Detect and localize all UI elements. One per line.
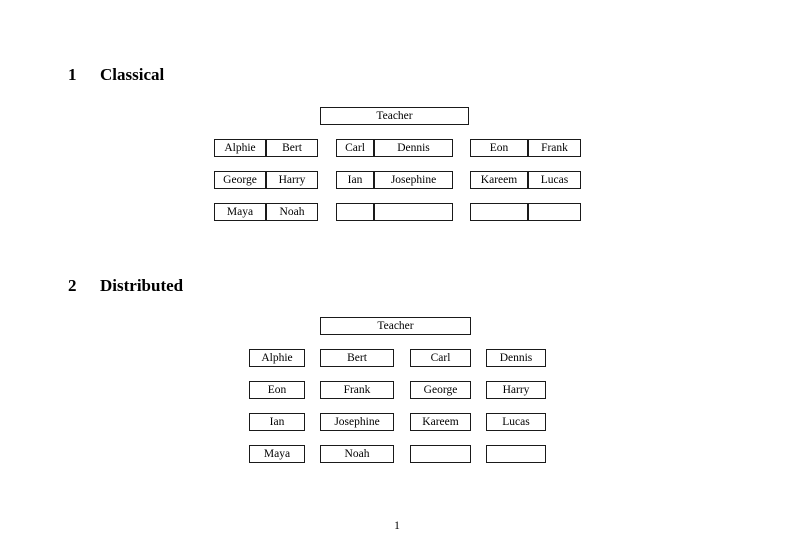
section-number: 1 [68,65,77,84]
section-title: Classical [100,65,165,84]
name-cell: Josephine [374,171,453,189]
name-box: Kareem [410,413,471,431]
name-cell [470,203,528,221]
name-box: Josephine [320,413,394,431]
name-box: Eon [249,381,305,399]
classical-group-left-row-2: George Harry [214,171,318,189]
name-cell: Carl [336,139,374,157]
name-box: George [410,381,471,399]
name-cell: Maya [214,203,266,221]
name-cell [528,203,581,221]
name-box: Alphie [249,349,305,367]
teacher-box-distributed: Teacher [320,317,471,335]
name-cell: Harry [266,171,318,189]
name-cell: Lucas [528,171,581,189]
name-cell: Eon [470,139,528,157]
name-box [410,445,471,463]
classical-group-right-row-2: Kareem Lucas [470,171,581,189]
teacher-box-classical: Teacher [320,107,469,125]
name-box: Noah [320,445,394,463]
name-cell [374,203,453,221]
name-box: Frank [320,381,394,399]
classical-group-middle-row-2: Ian Josephine [336,171,453,189]
name-cell: Frank [528,139,581,157]
classical-group-middle-row-1: Carl Dennis [336,139,453,157]
section-title: Distributed [100,276,184,295]
classical-group-right-row-1: Eon Frank [470,139,581,157]
name-box: Harry [486,381,546,399]
name-cell [336,203,374,221]
name-cell: Alphie [214,139,266,157]
name-cell: Bert [266,139,318,157]
page-number: 1 [394,520,400,532]
section-number: 2 [68,276,77,295]
name-cell: Dennis [374,139,453,157]
name-box: Dennis [486,349,546,367]
name-cell: Noah [266,203,318,221]
name-cell: George [214,171,266,189]
classical-group-left-row-1: Alphie Bert [214,139,318,157]
name-cell: Kareem [470,171,528,189]
name-cell: Ian [336,171,374,189]
name-box [486,445,546,463]
classical-group-middle-row-3 [336,203,453,221]
classical-group-right-row-3 [470,203,581,221]
name-box: Bert [320,349,394,367]
section-heading-distributed: 2 Distributed [68,277,183,294]
name-box: Lucas [486,413,546,431]
classical-group-left-row-3: Maya Noah [214,203,318,221]
name-box: Ian [249,413,305,431]
section-heading-classical: 1 Classical [68,66,164,83]
name-box: Carl [410,349,471,367]
name-box: Maya [249,445,305,463]
